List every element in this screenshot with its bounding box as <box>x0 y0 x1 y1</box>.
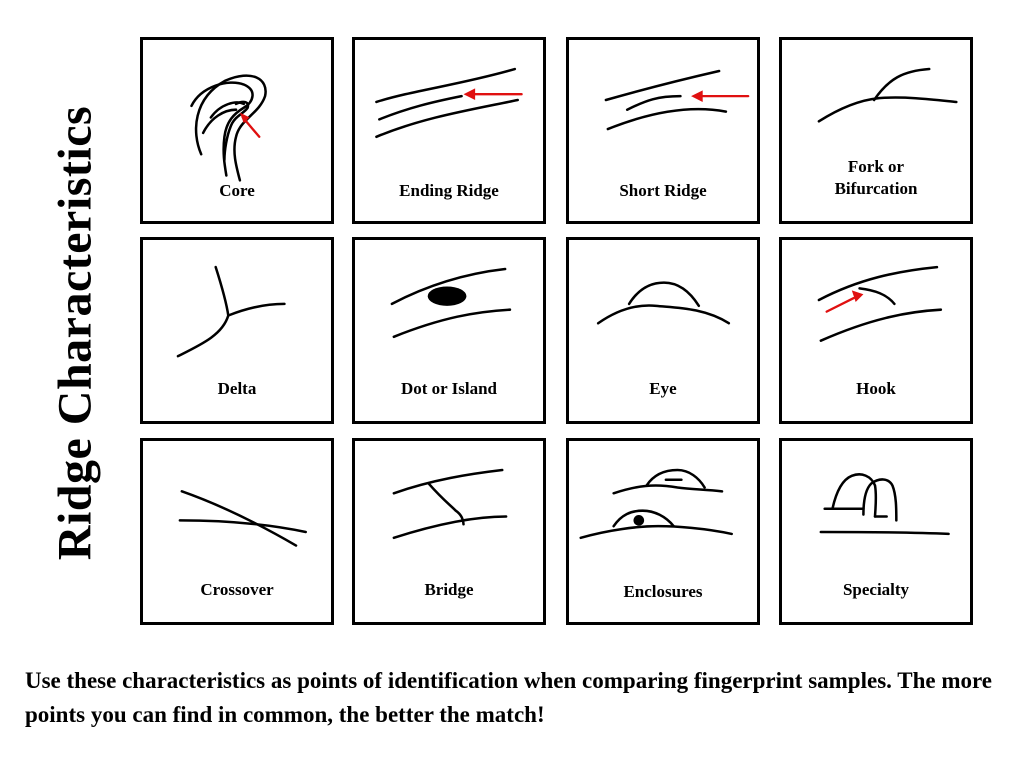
cell-specialty: Specialty <box>779 438 973 625</box>
specialty-icon <box>819 473 950 536</box>
enclosures-icon <box>579 468 733 540</box>
cell-label: Hook <box>856 379 896 398</box>
cell-hook: Hook <box>779 237 973 424</box>
island-mark <box>427 286 467 306</box>
cell-label: Enclosures <box>623 582 703 601</box>
cell-label: Crossover <box>200 580 274 599</box>
cell-label: Specialty <box>842 580 910 599</box>
bridge-icon <box>392 468 508 540</box>
cell-enclosures: Enclosures <box>566 438 760 625</box>
cell-label: Eye <box>649 379 677 398</box>
crossover-icon <box>178 490 307 547</box>
cell-delta: Delta <box>140 237 334 424</box>
dot-island-icon <box>390 267 512 339</box>
eye-icon <box>596 281 731 325</box>
enclosure-dot <box>633 515 645 526</box>
cell-label: Ending Ridge <box>399 181 499 200</box>
hook-icon <box>817 265 943 342</box>
cell-label: Short Ridge <box>619 181 707 200</box>
cell-crossover: Crossover <box>140 438 334 625</box>
cell-label: Bridge <box>424 580 474 599</box>
caption-text: Use these characteristics as points of i… <box>25 668 992 727</box>
fork-bifurcation-icon <box>817 67 958 123</box>
cell-label: Delta <box>217 379 257 398</box>
cell-label: Dot or Island <box>400 379 498 398</box>
cell-short-ridge: Short Ridge <box>566 37 760 224</box>
delta-icon <box>176 265 286 358</box>
short-ridge-icon <box>604 69 750 131</box>
cell-bridge: Bridge <box>352 438 546 625</box>
cell-label: Core <box>219 181 255 200</box>
cell-ending-ridge: Ending Ridge <box>352 37 546 224</box>
ending-ridge-icon <box>375 67 523 139</box>
core-icon <box>190 74 267 182</box>
cell-core: Core <box>140 37 334 224</box>
cell-eye: Eye <box>566 237 760 424</box>
cell-dot-island: Dot or Island <box>352 237 546 424</box>
